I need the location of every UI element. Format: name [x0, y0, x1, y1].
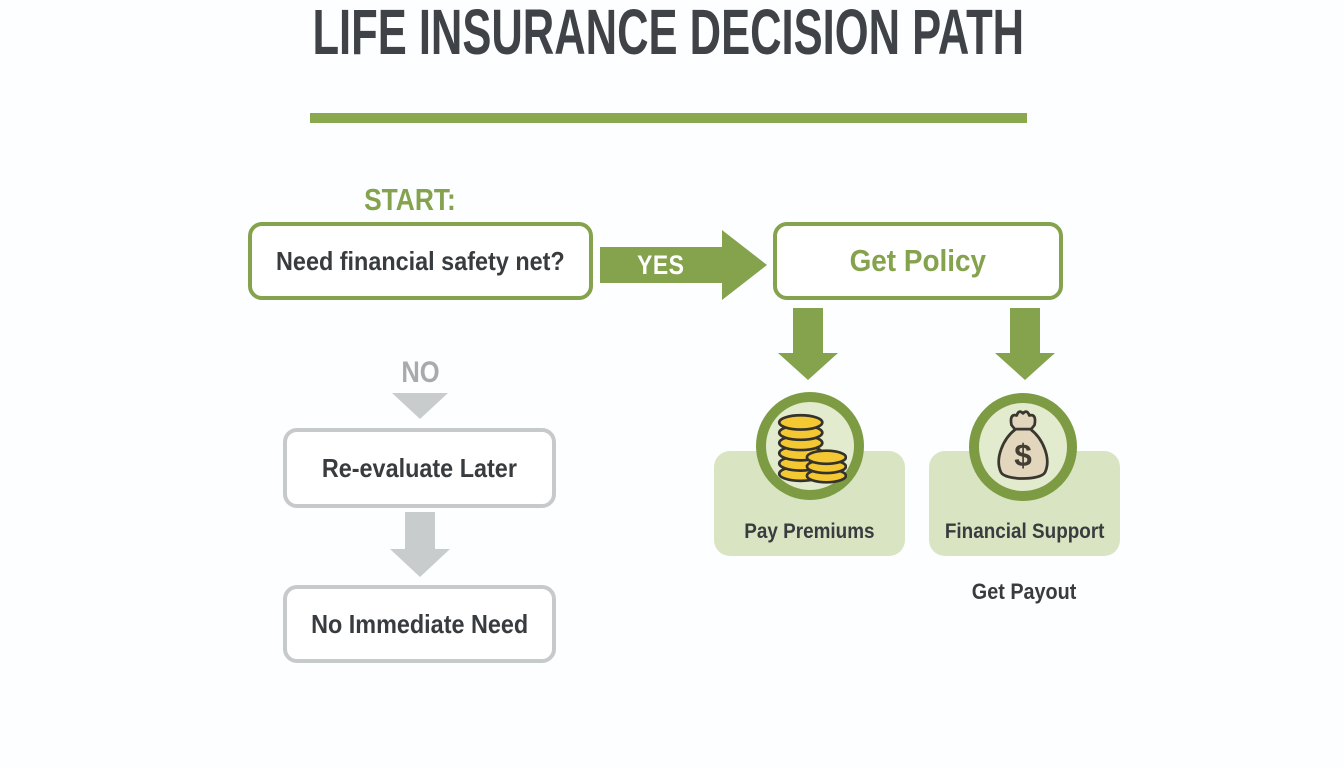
- financial-support-label: Financial Support: [944, 520, 1105, 543]
- down-arrow-left-head-icon: [778, 353, 838, 380]
- gray-down-arrow-shaft: [405, 512, 435, 549]
- down-arrow-right-head-icon: [995, 353, 1055, 380]
- reevaluate-label: Re-evaluate Later: [321, 452, 518, 483]
- pay-premiums-circle: [756, 392, 864, 500]
- no-arrow-icon: [392, 393, 448, 419]
- money-bag-icon: $: [997, 410, 1049, 480]
- no-need-label: No Immediate Need: [310, 608, 529, 639]
- yes-label: YES: [637, 249, 685, 280]
- node-no-immediate-need: No Immediate Need: [283, 585, 556, 663]
- yes-arrow-shaft: YES: [600, 247, 722, 283]
- page-title: LIFE INSURANCE DECISION PATH: [312, 0, 1024, 68]
- down-arrow-left-shaft: [793, 308, 823, 353]
- title-wrap: LIFE INSURANCE DECISION PATH: [0, 0, 1336, 64]
- coins-icon: [777, 413, 847, 484]
- node-question: Need financial safety net?: [248, 222, 593, 300]
- node-get-policy: Get Policy: [773, 222, 1063, 300]
- question-label: Need financial safety net?: [276, 245, 565, 276]
- start-label: START:: [364, 182, 456, 217]
- title-underline: [310, 113, 1027, 123]
- no-label: NO: [400, 356, 440, 389]
- node-reevaluate-later: Re-evaluate Later: [283, 428, 556, 508]
- financial-support-circle: $: [969, 393, 1077, 501]
- dollar-sign-glyph: $: [1014, 437, 1032, 473]
- pay-premiums-label: Pay Premiums: [744, 520, 875, 543]
- down-arrow-right-shaft: [1010, 308, 1040, 353]
- yes-arrow-head-icon: [722, 230, 767, 300]
- get-payout-label: Get Payout: [972, 579, 1077, 604]
- gray-down-arrow-head-icon: [390, 549, 450, 577]
- get-policy-label: Get Policy: [849, 243, 987, 278]
